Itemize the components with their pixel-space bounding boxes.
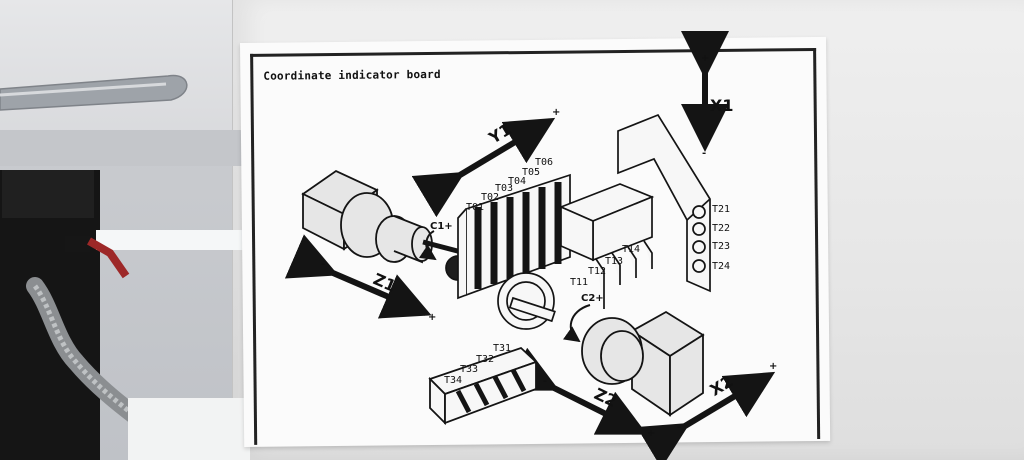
x2-minus-sign: - xyxy=(677,422,682,433)
tool-label-t31: T31 xyxy=(493,343,512,354)
tool-label-t06: T06 xyxy=(535,157,554,168)
z2-minus-sign: - xyxy=(543,376,548,387)
z1-axis-arrow xyxy=(284,234,432,319)
tool-label-t02: T02 xyxy=(481,192,500,203)
z1-plus-sign: + xyxy=(428,312,437,323)
tool-label-t33: T33 xyxy=(460,364,479,375)
left-spindle xyxy=(301,169,470,264)
tool-label-t14: T14 xyxy=(622,244,641,255)
tool-label-t34: T34 xyxy=(444,375,463,386)
right-spindle xyxy=(581,310,705,417)
c2-rotation-label: C2+ xyxy=(581,293,604,304)
tool-label-t22: T22 xyxy=(712,223,731,234)
x2-axis-arrow xyxy=(636,371,776,460)
tool-label-t32: T32 xyxy=(476,354,495,365)
tool-label-t05: T05 xyxy=(522,167,541,178)
y1-minus-sign: - xyxy=(454,169,459,180)
c2-rotation-arrow xyxy=(562,304,591,343)
z2-axis-arrow xyxy=(505,347,648,435)
y1-axis-arrow xyxy=(411,117,556,218)
tool-label-t03: T03 xyxy=(495,183,514,194)
z2-plus-sign: + xyxy=(647,428,656,439)
x1-plus-sign: + xyxy=(701,53,710,64)
tool-label-t23: T23 xyxy=(712,241,731,252)
tool-label-t11: T11 xyxy=(570,277,589,288)
tool-label-t21: T21 xyxy=(712,204,731,215)
x1-minus-sign: - xyxy=(702,148,707,159)
tool-turret xyxy=(445,113,711,330)
tool-label-t04: T04 xyxy=(508,176,527,187)
tool-label-t13: T13 xyxy=(605,256,624,267)
lower-tool-block xyxy=(428,346,538,426)
x1-axis-label: X1 xyxy=(710,96,734,115)
machine-left-details xyxy=(0,74,250,460)
c1-rotation-label: C1+ xyxy=(430,221,453,232)
z1-minus-sign: - xyxy=(321,259,326,270)
machine-coordinate-diagram xyxy=(284,31,776,460)
tool-label-t24: T24 xyxy=(712,261,731,272)
tool-label-t01: T01 xyxy=(466,202,485,213)
y1-plus-sign: + xyxy=(552,107,561,118)
x2-plus-sign: + xyxy=(769,361,778,372)
c1-rotation-arrow xyxy=(418,230,437,261)
tool-label-t12: T12 xyxy=(588,266,607,277)
